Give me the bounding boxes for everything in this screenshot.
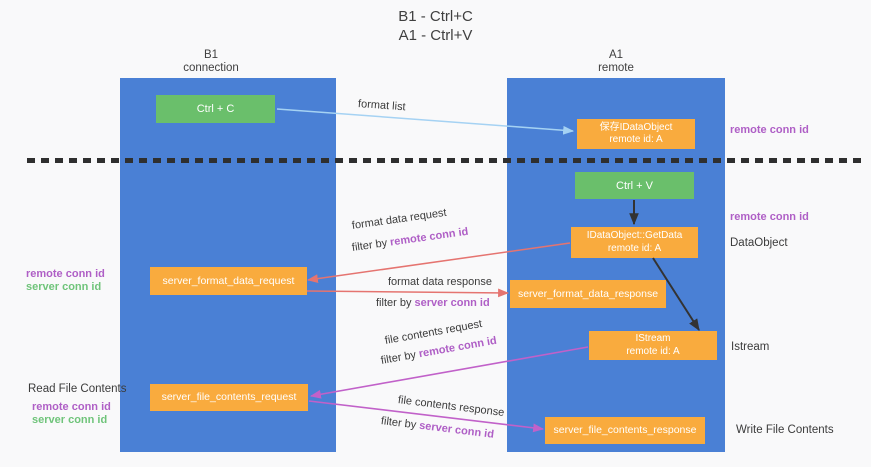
filter-by-text: filter by — [351, 236, 391, 254]
ctrl-v-label: Ctrl + V — [616, 179, 653, 192]
server-conn-id-text: server conn id — [32, 414, 108, 426]
lane-a1-name: A1 — [608, 49, 624, 61]
file-contents-response-label: file contents response — [397, 394, 505, 419]
save-idataobject-line1: 保存IDataObject — [599, 121, 673, 133]
format-data-response-arrow — [306, 288, 510, 298]
format-request-label: server_format_data_request — [162, 274, 295, 287]
dataobject-annotation: DataObject — [730, 237, 788, 249]
filter-by-text: filter by — [379, 348, 420, 367]
node-idataobject-getdata: IDataObject::GetData remote id: A — [571, 227, 698, 258]
node-ctrl-c: Ctrl + C — [156, 95, 275, 123]
format-response-label: server_format_data_response — [517, 287, 659, 300]
ctrl-c-label: Ctrl + C — [196, 103, 235, 115]
node-istream: IStream remote id: A — [589, 331, 717, 360]
remote-conn-id-annotation-mid: remote conn id — [730, 211, 809, 223]
server-conn-id-text: server conn id — [414, 297, 490, 309]
filter-by-text: filter by — [380, 415, 420, 432]
read-file-contents-annotation: Read File Contents — [28, 383, 127, 395]
file-response-label: server_file_contents_response — [553, 424, 697, 437]
server-conn-id-text: server conn id — [418, 419, 495, 441]
format-data-request-label: format data request — [351, 206, 448, 232]
node-server-file-contents-request: server_file_contents_request — [150, 384, 308, 411]
istream-line2: remote id: A — [626, 345, 680, 357]
format-data-response-label: format data response — [388, 276, 492, 288]
lane-b1-subtitle: connection — [183, 62, 239, 74]
remote-conn-id-text: remote conn id — [26, 268, 105, 280]
title-line-1: B1 - Ctrl+C — [398, 8, 473, 25]
node-save-idataobject: 保存IDataObject remote id: A — [577, 119, 695, 149]
node-ctrl-v: Ctrl + V — [575, 172, 694, 199]
save-idataobject-line2: remote id: A — [609, 134, 663, 145]
lane-b1-name: B1 — [203, 49, 219, 61]
dashed-separator — [27, 158, 863, 163]
istream-line1: IStream — [635, 333, 671, 344]
format-list-label: format list — [357, 98, 406, 114]
format-response-filter-label: filter by server conn id — [376, 297, 490, 309]
istream-annotation: Istream — [731, 341, 770, 353]
lane-a1-subtitle: remote — [598, 62, 634, 74]
conn-id-annotation-left-top: remote conn id server conn id — [26, 268, 105, 294]
remote-conn-id-text: remote conn id — [32, 401, 111, 413]
remote-conn-id-annotation-top: remote conn id — [730, 124, 809, 136]
lane-header-a1: A1 remote — [536, 49, 696, 75]
file-request-label: server_file_contents_request — [161, 391, 297, 404]
node-server-format-data-response: server_format_data_response — [510, 280, 666, 308]
format-request-filter-label: filter by remote conn id — [351, 226, 469, 254]
getdata-line1: IDataObject::GetData — [586, 230, 683, 241]
diagram-title: B1 - Ctrl+C A1 - Ctrl+V — [0, 7, 871, 45]
server-conn-id-text: server conn id — [26, 281, 102, 293]
write-file-contents-annotation: Write File Contents — [736, 424, 834, 436]
file-response-filter-label: filter by server conn id — [380, 415, 494, 441]
remote-conn-id-text: remote conn id — [389, 225, 470, 249]
lane-header-b1: B1 connection — [131, 49, 291, 75]
node-server-format-data-request: server_format_data_request — [150, 267, 307, 295]
node-server-file-contents-response: server_file_contents_response — [545, 417, 705, 444]
title-line-2: A1 - Ctrl+V — [398, 27, 473, 44]
filter-by-text: filter by — [376, 297, 415, 309]
getdata-line2: remote id: A — [607, 242, 662, 254]
conn-id-annotation-left-bottom: remote conn id server conn id — [32, 401, 111, 427]
